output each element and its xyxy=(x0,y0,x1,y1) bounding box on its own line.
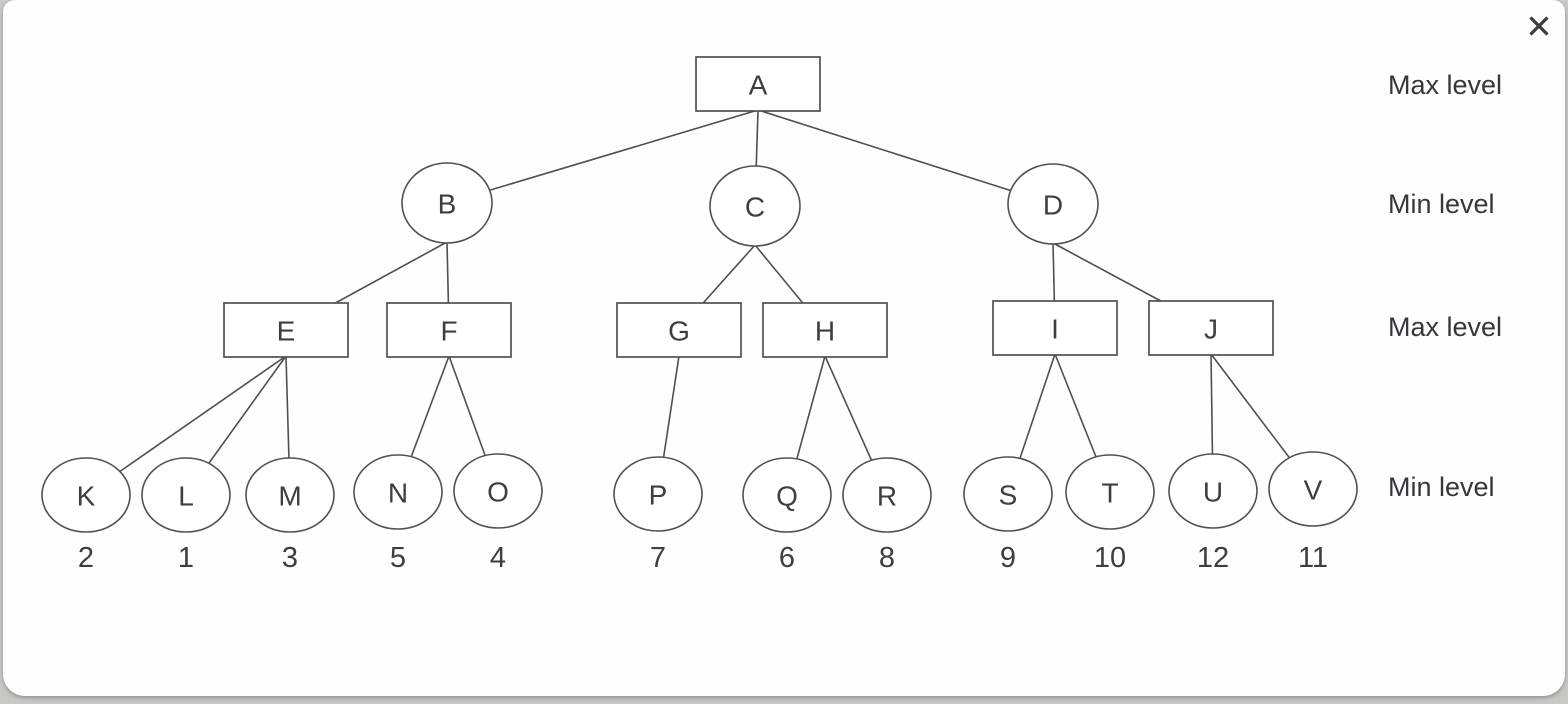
tree-node-D xyxy=(1007,163,1099,245)
tree-node-K xyxy=(41,457,131,533)
node-label-D: D xyxy=(1043,190,1063,221)
dialog-card: A B C D E F G H I J K 2 L 1 M 3 N 5 O 4 P 7 Q 6 R 8 S 9 T 10 U 12 V 11 Ma… xyxy=(3,0,1565,696)
tree-node-N xyxy=(353,454,443,530)
tree-node-V xyxy=(1268,451,1358,527)
node-label-V: V xyxy=(1304,475,1323,506)
node-label-E: E xyxy=(277,316,296,347)
leaf-value-M: 3 xyxy=(282,542,298,574)
node-label-I: I xyxy=(1051,314,1059,345)
node-label-C: C xyxy=(745,192,765,223)
node-label-J: J xyxy=(1204,314,1218,345)
node-label-R: R xyxy=(877,481,897,512)
tree-node-O xyxy=(453,453,543,529)
tree-node-A xyxy=(695,56,821,112)
tree-node-J xyxy=(1148,300,1274,356)
leaf-value-T: 10 xyxy=(1094,542,1126,574)
tree-node-T xyxy=(1065,454,1155,530)
node-label-L: L xyxy=(178,481,194,512)
node-label-F: F xyxy=(440,316,457,347)
tree-node-Q xyxy=(742,457,832,533)
node-label-G: G xyxy=(668,316,690,347)
level-label-min-1: Min level xyxy=(1388,189,1495,219)
tree-node-E xyxy=(223,302,349,358)
node-label-H: H xyxy=(815,316,835,347)
level-label-max-1: Max level xyxy=(1388,70,1503,100)
node-label-U: U xyxy=(1203,477,1223,508)
leaf-value-R: 8 xyxy=(879,542,895,574)
tree-node-F xyxy=(386,302,512,358)
leaf-value-P: 7 xyxy=(650,542,666,574)
node-label-Q: Q xyxy=(776,481,798,512)
node-label-P: P xyxy=(649,480,668,511)
tree-node-H xyxy=(762,302,888,358)
leaf-value-V: 11 xyxy=(1298,542,1328,574)
leaf-value-U: 12 xyxy=(1197,542,1229,574)
leaf-value-Q: 6 xyxy=(779,542,795,574)
node-label-M: M xyxy=(278,481,301,512)
leaf-value-O: 4 xyxy=(490,542,506,574)
node-label-B: B xyxy=(438,189,457,220)
tree-node-S xyxy=(963,456,1053,532)
leaf-value-N: 5 xyxy=(390,542,406,574)
tree-node-B xyxy=(401,162,493,244)
edge-A-D xyxy=(757,109,1054,205)
node-label-A: A xyxy=(749,70,768,101)
level-label-min-2: Min level xyxy=(1388,472,1495,502)
tree-node-L xyxy=(141,457,231,533)
tree-node-G xyxy=(616,302,742,358)
node-label-K: K xyxy=(77,481,96,512)
edge-A-B xyxy=(446,109,759,204)
node-label-N: N xyxy=(388,478,408,509)
level-label-max-2: Max level xyxy=(1388,312,1503,342)
leaf-value-S: 9 xyxy=(1000,542,1016,574)
tree-node-C xyxy=(709,165,801,247)
tree-node-I xyxy=(992,300,1118,356)
tree-node-M xyxy=(245,457,335,533)
node-label-S: S xyxy=(999,480,1018,511)
leaf-value-K: 2 xyxy=(78,542,94,574)
tree-node-U xyxy=(1168,453,1258,529)
close-icon[interactable]: ✕ xyxy=(1519,8,1559,46)
node-label-O: O xyxy=(487,477,509,508)
node-label-T: T xyxy=(1101,478,1118,509)
tree-node-P xyxy=(613,456,703,532)
game-tree-diagram: A B C D E F G H I J K 2 L 1 M 3 N 5 O 4 P 7 Q 6 R 8 S 9 T 10 U 12 V 11 xyxy=(41,56,1358,574)
leaf-value-L: 1 xyxy=(178,542,194,574)
tree-node-R xyxy=(842,457,932,533)
